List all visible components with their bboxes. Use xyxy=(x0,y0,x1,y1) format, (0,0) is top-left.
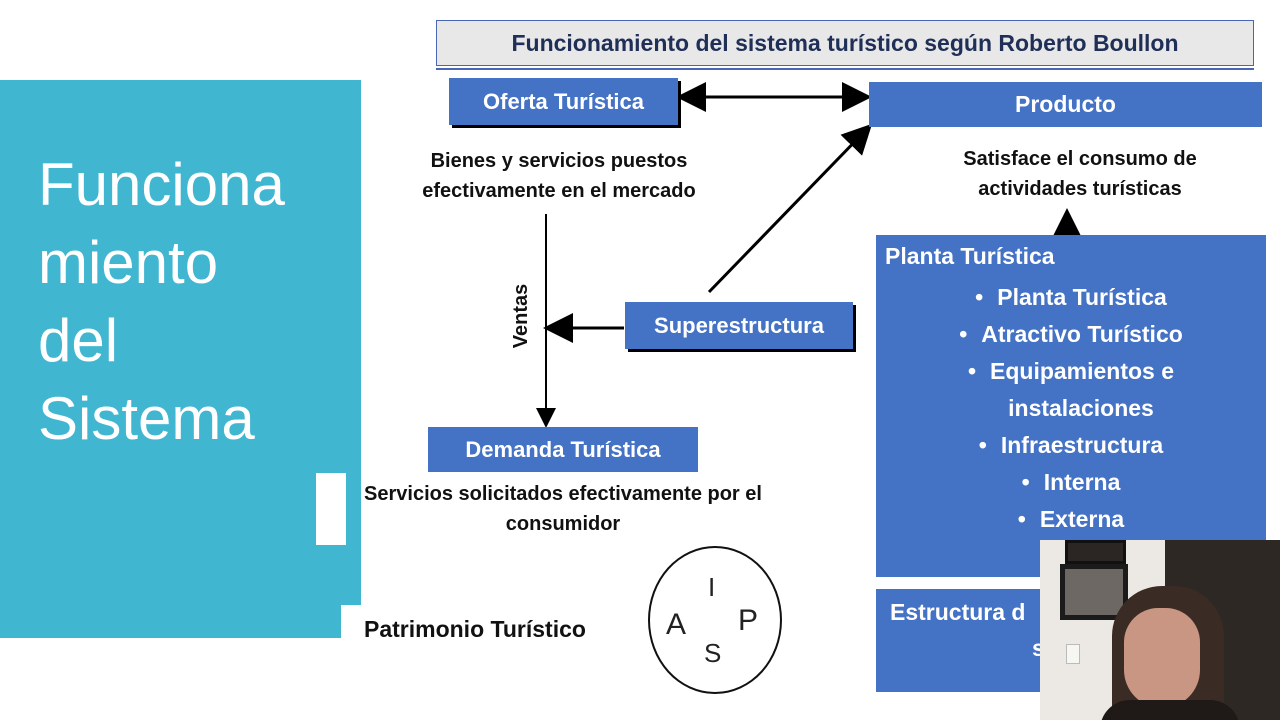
asip-circle: I A P S xyxy=(648,546,782,694)
list-item: •Atractivo Turístico xyxy=(959,321,1183,347)
presenter-webcam xyxy=(1040,540,1280,720)
side-title-line: miento xyxy=(38,229,219,296)
side-title-line: Sistema xyxy=(38,385,255,452)
planta-list: •Planta Turística •Atractivo Turístico •… xyxy=(876,279,1266,538)
side-title-line: Funciona xyxy=(38,151,285,218)
demanda-turistica-box: Demanda Turística xyxy=(428,427,698,472)
side-title-line: del xyxy=(38,307,119,374)
producto-description: Satisface el consumo de actividades turí… xyxy=(930,144,1230,204)
side-title: Funciona miento del Sistema xyxy=(38,146,358,458)
patrimonio-bg xyxy=(341,605,641,657)
ventas-label-wrap: Ventas xyxy=(510,276,538,356)
ventas-label: Ventas xyxy=(510,283,532,349)
patrimonio-label: Patrimonio Turístico xyxy=(364,616,586,642)
diagram-title: Funcionamiento del sistema turístico seg… xyxy=(436,20,1254,66)
list-item: •Infraestructura xyxy=(978,432,1164,458)
demanda-description: Servicios solicitados efectivamente por … xyxy=(330,479,796,539)
oferta-description: Bienes y servicios puestos efectivamente… xyxy=(380,146,738,206)
producto-desc-line: Satisface el consumo de xyxy=(963,148,1197,170)
circle-letter-top: I xyxy=(708,572,716,602)
oferta-desc-line: Bienes y servicios puestos xyxy=(430,150,688,172)
planta-turistica-box: Planta Turística •Planta Turística •Atra… xyxy=(876,235,1266,577)
list-item: instalaciones xyxy=(1008,395,1154,421)
white-band xyxy=(316,473,346,545)
circle-letter-bottom: S xyxy=(704,638,722,668)
demanda-desc-line: Servicios solicitados efectivamente por … xyxy=(364,483,762,505)
wall-switch xyxy=(1066,644,1080,664)
presenter-face xyxy=(1124,608,1200,708)
circle-letter-right: P xyxy=(738,604,759,637)
estructura-line: Estructura d xyxy=(890,599,1026,625)
list-item: •Planta Turística xyxy=(975,284,1167,310)
demanda-desc-line: consumidor xyxy=(505,513,621,535)
list-item: •Externa xyxy=(1017,506,1125,532)
superestructura-producto-arrow xyxy=(707,123,873,294)
producto-desc-line: actividades turísticas xyxy=(978,178,1182,200)
picture-frame xyxy=(1060,564,1128,620)
producto-box: Producto xyxy=(869,82,1262,127)
oferta-desc-line: efectivamente en el mercado xyxy=(422,180,696,202)
circle-letter-left: A xyxy=(666,608,687,641)
presenter-shoulders xyxy=(1100,700,1240,720)
planta-heading: Planta Turística xyxy=(885,243,1055,269)
title-panel xyxy=(0,80,361,638)
oferta-turistica-box: Oferta Turística xyxy=(449,78,678,125)
list-item: •Equipamientos e xyxy=(967,358,1175,384)
list-item: •Interna xyxy=(1021,469,1121,495)
title-underline xyxy=(436,68,1254,70)
superestructura-box: Superestructura xyxy=(625,302,853,349)
picture-frame xyxy=(1065,540,1126,564)
